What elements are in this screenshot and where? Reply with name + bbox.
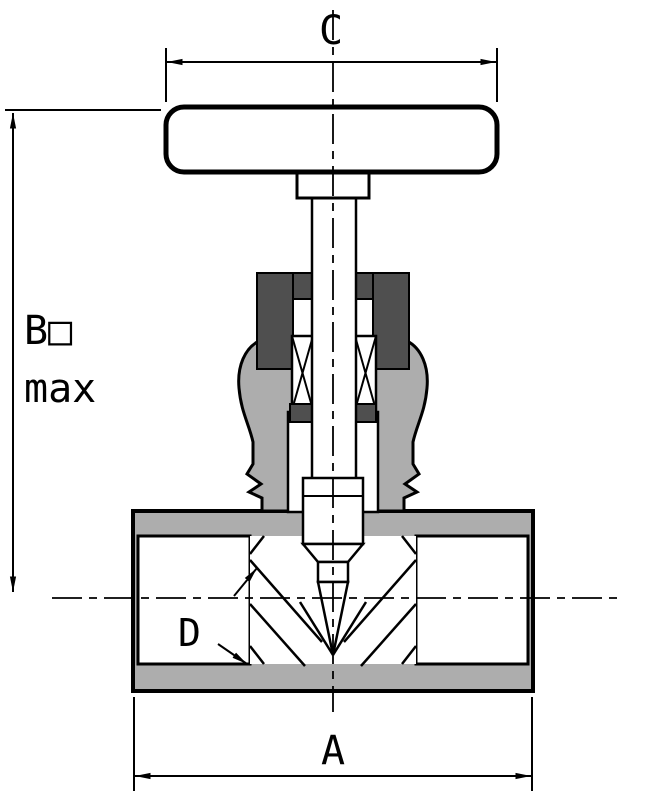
handle: [163, 104, 500, 175]
passage-line: [249, 559, 323, 643]
port-left: [136, 534, 252, 666]
handle-assembly: [163, 104, 500, 200]
seat-line: [331, 601, 368, 656]
passage-line: [343, 559, 417, 643]
dim-c-label: C: [319, 8, 343, 54]
port-chamfer: [401, 645, 417, 665]
packing-hatch: [291, 335, 314, 411]
passage-line: [249, 603, 306, 667]
packing-nut-right: [372, 272, 410, 370]
dimension-a: A: [133, 697, 533, 791]
packing-gland-left: [290, 334, 315, 412]
packing-nut-left: [256, 272, 294, 370]
packing-hatch: [354, 335, 377, 411]
port-chamfer: [249, 535, 265, 555]
port-right: [414, 534, 530, 666]
packing-gland-right: [353, 334, 378, 412]
dim-b-label: B□: [24, 308, 72, 354]
leader-line: [217, 643, 248, 665]
dim-b-suffix-label: max: [24, 366, 96, 412]
stem: [310, 196, 358, 494]
seat-line: [298, 601, 335, 656]
dimension-d: D: [178, 567, 258, 665]
dimension-b: B□ max: [5, 109, 161, 592]
leader-line: [233, 567, 258, 597]
dimension-c: C: [165, 8, 498, 102]
gland-follower-left: [289, 403, 315, 423]
dim-a-label: A: [321, 728, 345, 774]
port-chamfer: [249, 645, 265, 665]
port-chamfer: [401, 535, 417, 555]
dim-d-label: D: [178, 611, 201, 655]
centerlines: [52, 10, 622, 712]
passage-line: [360, 603, 417, 667]
